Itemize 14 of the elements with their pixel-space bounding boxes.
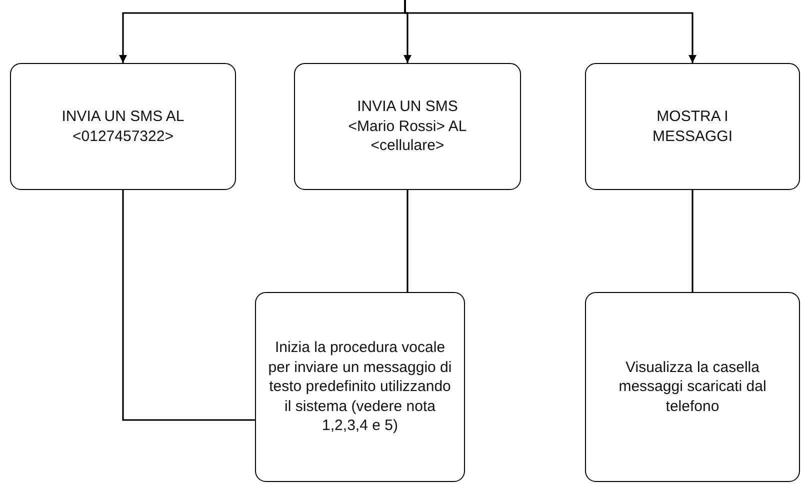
box-text: Inizia la procedura vocale per inviare un messaggio di testo predefinito utilizzando il sistema (vedere nota 1,2,3,4 e 5) (267, 338, 453, 436)
process-box (294, 63, 521, 190)
box-text: INVIA UN SMS AL <0127457322> (60, 107, 186, 146)
process-box (255, 292, 465, 482)
process-box (10, 63, 236, 190)
process-box (585, 292, 800, 482)
box-text: MOSTRA I MESSAGGI (651, 107, 734, 146)
box-text: Visualizza la casella messaggi scaricati dal telefono (618, 358, 768, 416)
connector-line (692, 190, 694, 292)
box-text: INVIA UN SMS <Mario Rossi> AL <cellulare> (347, 97, 468, 156)
connector-line (406, 190, 408, 292)
connector-line (122, 190, 255, 421)
process-box (585, 63, 800, 190)
connector-line (404, 0, 696, 63)
